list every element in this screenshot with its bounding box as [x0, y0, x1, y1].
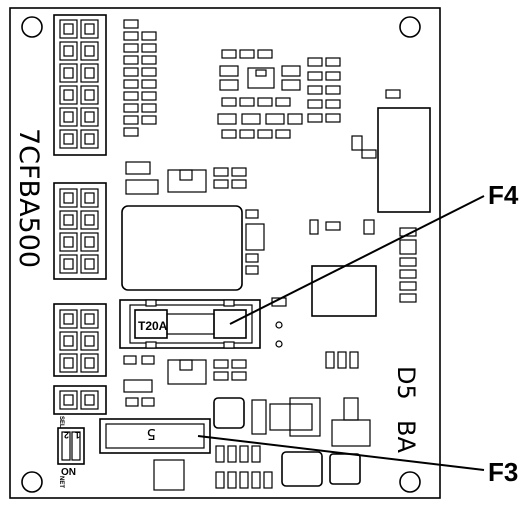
dip-label-net: NET	[58, 476, 64, 488]
mount-hole-br	[399, 471, 421, 493]
smd-part-a	[309, 219, 319, 235]
smd-column-top	[123, 19, 157, 137]
ic-large-right	[311, 265, 377, 317]
mount-hole-tr	[399, 16, 421, 38]
test-point-1	[275, 321, 283, 329]
smd-part-b	[325, 221, 341, 231]
ref-d5-label: D5	[392, 366, 420, 400]
dip-label-2: 2	[64, 430, 69, 440]
connector-top-2x6	[53, 14, 107, 156]
fuse-f3-marking: 5	[146, 425, 156, 443]
smd-row-mid	[125, 161, 247, 195]
connector-right	[351, 89, 431, 213]
connector-mid-2x4	[53, 182, 107, 280]
fuse-f4-marking: T20A	[138, 319, 168, 333]
f3-leader-line	[197, 435, 485, 471]
part-number-label: 7CFBA500	[13, 128, 44, 268]
connector-small-1x2	[53, 385, 107, 415]
callout-f4: F4	[488, 180, 519, 210]
mount-hole-tl	[21, 16, 43, 38]
ref-ba-label: BA	[392, 420, 420, 453]
power-components	[213, 397, 371, 447]
mount-hole-bl	[21, 471, 43, 493]
ic-cluster-top	[217, 49, 341, 139]
board-outline	[9, 7, 441, 499]
f4-leader-line	[229, 195, 485, 325]
dip-label-on: ON	[61, 467, 76, 478]
callout-f3: F3	[488, 457, 518, 487]
inductor-block	[121, 205, 243, 291]
fuse-f4-holder: T20A	[119, 299, 261, 349]
fuse-f3: 5	[99, 418, 211, 454]
smd-stack-right-of-inductor	[245, 209, 265, 275]
dip-label-1: 1	[75, 430, 80, 440]
smd-part-c	[363, 219, 375, 235]
connector-low-2x3	[53, 303, 107, 377]
smd-row-lower	[123, 351, 359, 407]
dip-switch: ON 1 2 SEL NET	[57, 416, 85, 488]
test-point-2	[275, 340, 283, 348]
dip-label-sel: SEL	[58, 416, 64, 428]
smd-stack-right	[399, 227, 417, 303]
